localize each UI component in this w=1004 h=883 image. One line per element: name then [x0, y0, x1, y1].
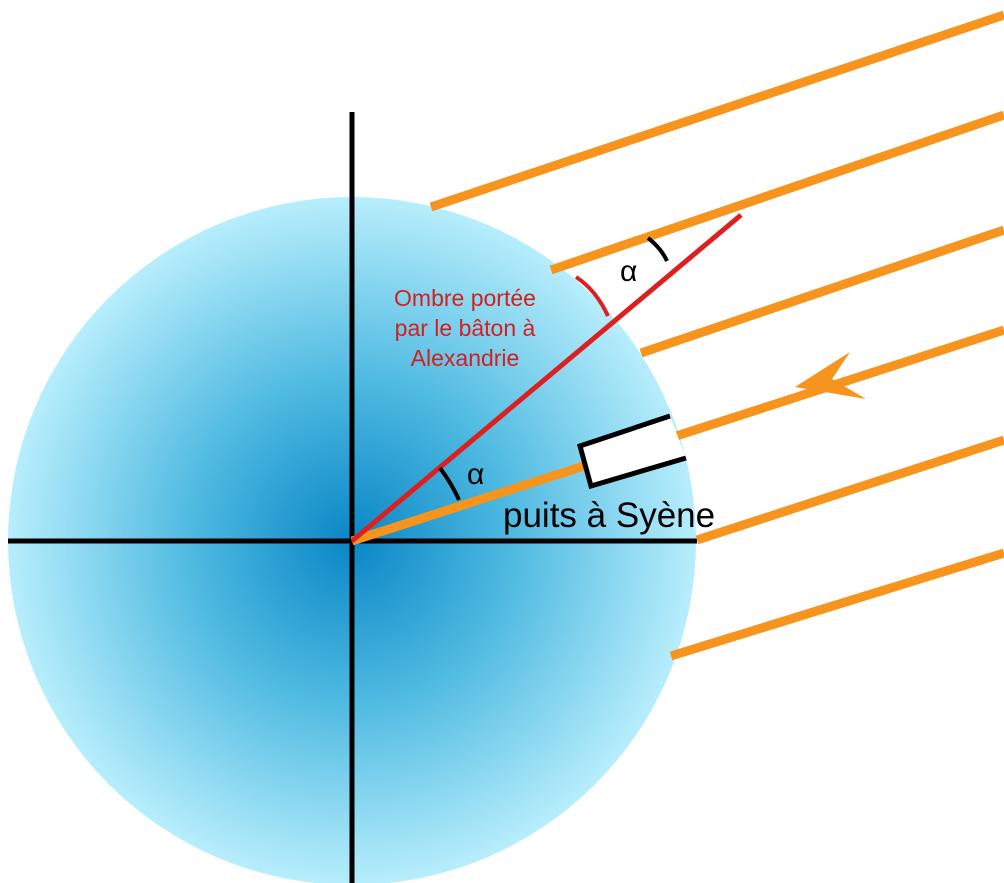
sun-rays — [350, 10, 1004, 661]
shadow-tick — [574, 275, 610, 317]
shadow-label-line-2: par le bâton à — [395, 315, 536, 341]
sun-ray-5 — [695, 435, 1004, 545]
alpha-label-center: α — [467, 458, 484, 491]
ray-direction-arrow — [795, 352, 866, 399]
sun-ray-6 — [669, 548, 1004, 661]
shadow-line — [350, 213, 743, 543]
well-outline — [576, 413, 687, 490]
sun-ray-2 — [549, 110, 1004, 275]
sun-ray-3 — [639, 225, 1004, 358]
sun-ray-4 — [350, 325, 1004, 546]
angle-arc-top — [646, 236, 669, 262]
sun-ray-1 — [429, 10, 1004, 212]
angle-arc-center — [438, 466, 461, 501]
shadow-label-line-1: Ombre portée — [394, 285, 536, 311]
well-label: puits à Syène — [503, 496, 715, 535]
alpha-label-top: α — [620, 255, 637, 288]
shadow-label-line-3: Alexandrie — [411, 345, 520, 371]
